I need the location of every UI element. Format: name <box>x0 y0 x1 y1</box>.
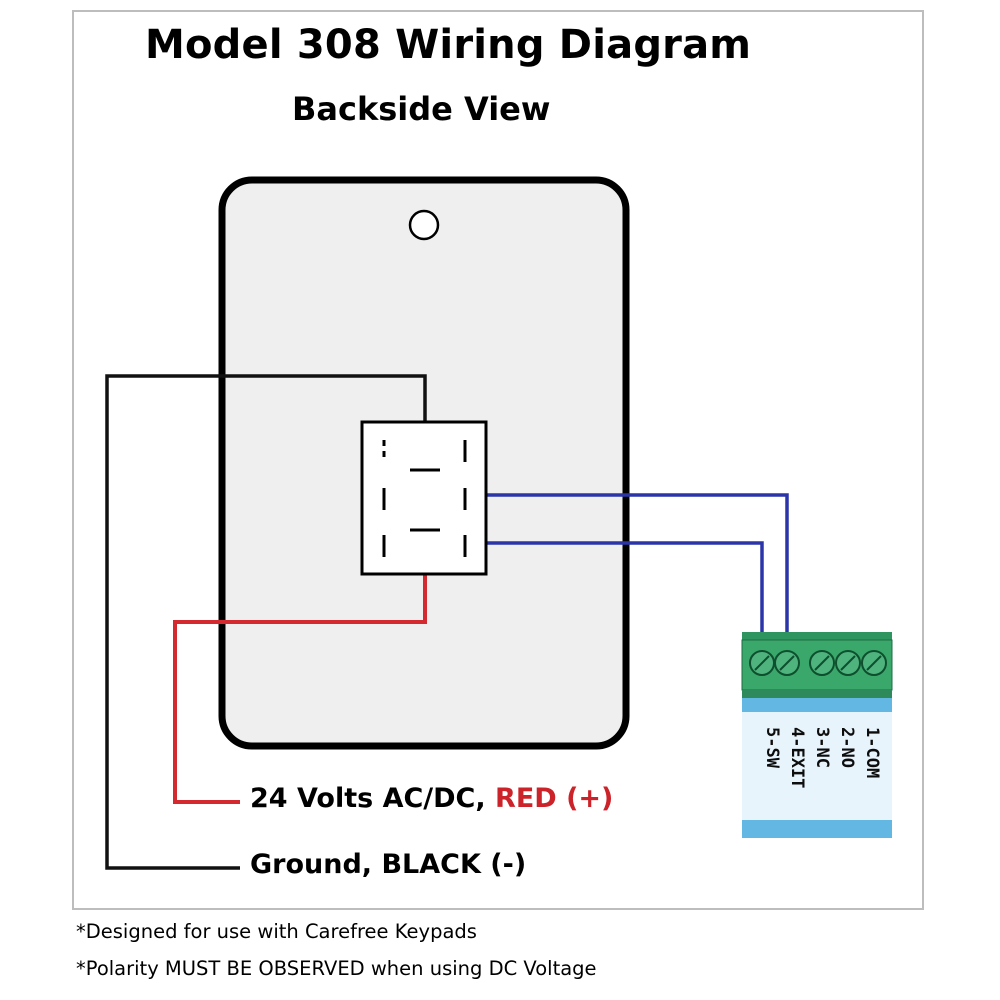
signal-wire-com <box>467 493 789 638</box>
terminal-label-sw: 5-SW <box>762 727 782 769</box>
diagram-title: Model 308 Wiring Diagram <box>145 22 752 68</box>
power-label-color: RED (+) <box>495 783 614 814</box>
terminal-label-nc: 3-NC <box>812 727 832 768</box>
relay-module <box>360 420 488 576</box>
terminal-label-com: 1-COM <box>862 727 882 778</box>
terminal-label-no: 2-NO <box>837 727 857 768</box>
power-wire <box>173 530 427 804</box>
terminal-block: 1-COM 2-NO 3-NC 4-EXIT 5-SW <box>741 632 893 838</box>
diagram-subtitle: Backside View <box>292 90 551 128</box>
ground-wire <box>105 374 427 870</box>
diagram-frame <box>72 10 924 910</box>
ground-wire-label: Ground, BLACK (-) <box>250 849 527 880</box>
footnote-keypads: *Designed for use with Carefree Keypads <box>76 920 477 943</box>
signal-wire-no <box>467 541 764 638</box>
mounting-hole <box>408 209 440 241</box>
terminal-label-exit: 4-EXIT <box>787 727 807 788</box>
relay-pins <box>382 440 467 557</box>
power-label-text: 24 Volts AC/DC, <box>250 783 496 814</box>
power-wire-label: 24 Volts AC/DC, RED (+) <box>250 783 613 814</box>
footnote-polarity: *Polarity MUST BE OBSERVED when using DC… <box>76 957 597 980</box>
